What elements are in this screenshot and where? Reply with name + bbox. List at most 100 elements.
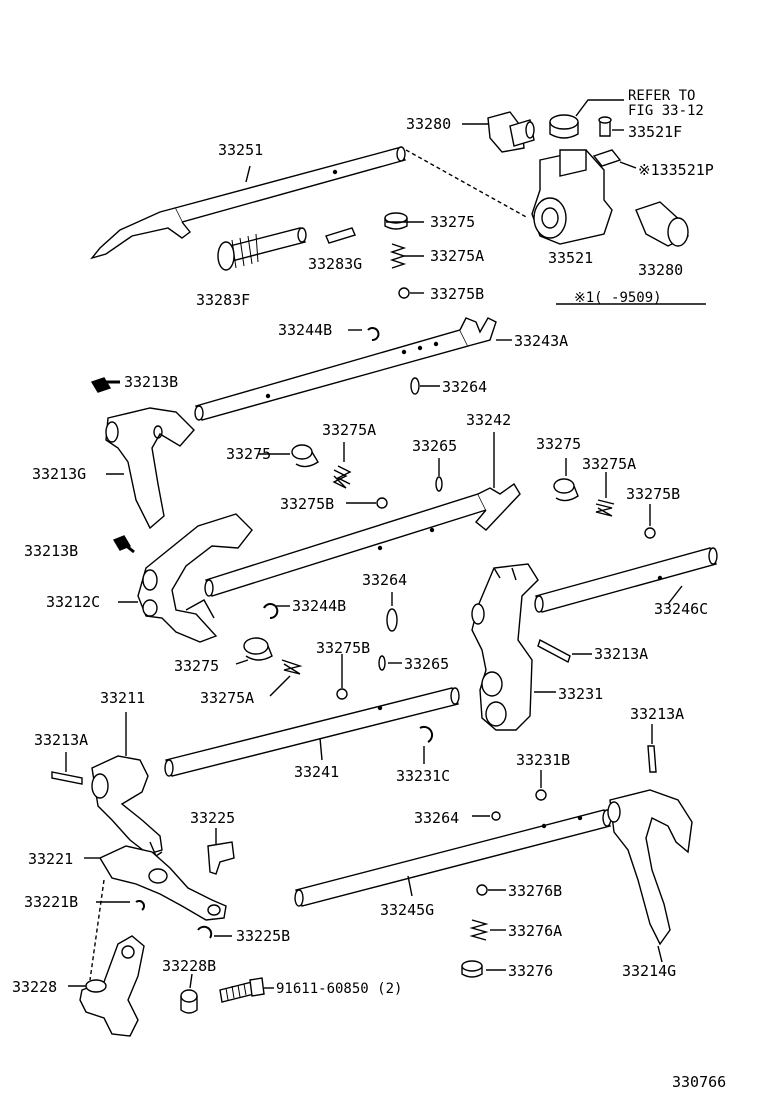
lever-33211 [91,755,163,858]
pin-33264-top [410,377,420,395]
plug-33275-midright [553,478,579,502]
clip-33244B-top [367,327,380,341]
leader [575,99,624,117]
label-33212C: 33212C [46,593,101,611]
label-note-1: ※1( -9509) [574,290,662,306]
label-33244B-top: 33244B [278,321,333,339]
pin-33265-top [435,476,443,492]
bolt-33521F [598,116,612,137]
label-33275-midright: 33275 [536,435,582,453]
leader [657,945,663,963]
dashed-line [405,149,529,219]
fork-33213G [105,407,195,530]
label-33276: 33276 [508,962,554,980]
label-33231C: 33231C [396,767,451,785]
plug-33276 [461,960,483,978]
label-33231: 33231 [558,685,604,703]
label-33243A: 33243A [514,332,569,350]
pin-33265-lower [378,655,386,671]
leader [407,875,413,897]
label-133521P: ※133521P [638,161,714,179]
spring-33275A-midright [595,499,615,517]
pin-33283F [217,227,307,271]
label-33275B-midright: 33275B [626,485,681,503]
label-33225B: 33225B [236,927,291,945]
label-33275A-midleft: 33275A [322,421,377,439]
label-33265-lower: 33265 [404,655,450,673]
label-33228B: 33228B [162,957,217,975]
label-33241: 33241 [294,763,340,781]
plug-33275 [384,212,408,230]
leader [269,675,291,697]
label-refer-to: REFER TO [628,88,696,104]
label-33213B-top: 33213B [124,373,179,391]
label-33245G: 33245G [380,901,435,919]
label-33521: 33521 [548,249,594,267]
spring-33275A [389,243,407,269]
leader [319,737,323,761]
ball-33275B-midleft [376,497,388,509]
label-33221: 33221 [28,850,74,868]
leader [189,973,193,989]
label-33264-mid: 33264 [362,571,408,589]
ball-33231B [535,789,547,801]
label-33213A-a: 33213A [594,645,649,663]
figure-number: 330766 [672,1073,727,1091]
label-33275-midleft: 33275 [226,445,272,463]
bushing-33228B [180,989,198,1014]
label-33275-lowleft: 33275 [174,657,220,675]
spring-33275A-lowleft [281,659,303,675]
label-33246C: 33246C [654,600,709,618]
dashed-line [89,879,105,981]
spring-33275A-midleft [332,465,352,489]
housing-33521 [531,149,613,245]
leader [619,161,637,169]
label-33275B-top: 33275B [430,285,485,303]
label-33231B: 33231B [516,751,571,769]
shaft-33242 [204,482,521,597]
plug-33275-midleft [291,444,319,468]
plug-33275-lowleft [243,637,273,661]
lever-33221 [98,845,227,921]
label-33214G: 33214G [622,962,677,980]
label-33242: 33242 [466,411,512,429]
gasket-133521P [592,149,622,167]
ball-33275B-lower [336,688,348,700]
switch-33280-right [635,201,689,247]
shaft-33246C [534,547,718,613]
label-33275A-lowleft: 33275A [200,689,255,707]
label-33276B: 33276B [508,882,563,900]
label-33283F: 33283F [196,291,251,309]
cap-refer [549,114,579,139]
label-33251: 33251 [218,141,264,159]
label-33275B-midleft: 33275B [280,495,335,513]
fork-33212C [137,513,253,643]
label-33276A: 33276A [508,922,563,940]
bolt-33213B-mid [112,535,135,554]
label-33213A-right: 33213A [630,705,685,723]
label-33275A-top: 33275A [430,247,485,265]
pin-33213A-left [51,771,83,785]
ball-33275B-midright [644,527,656,539]
switch-33280-top [487,111,535,153]
bracket-33228 [79,935,145,1037]
leader [667,585,683,605]
label-33280-right: 33280 [638,261,684,279]
label-33275A-midright: 33275A [582,455,637,473]
label-33521F: 33521F [628,123,683,141]
label-33275-top: 33275 [430,213,476,231]
bolt-33213B-top [90,377,120,393]
label-33228: 33228 [12,978,58,996]
clip-33231C [419,725,434,743]
label-33265-top: 33265 [412,437,458,455]
part-33225 [207,841,235,875]
leader [235,659,249,665]
shaft-33241 [164,687,460,777]
ball-33275B [398,287,410,299]
leader [245,165,251,183]
label-33213G: 33213G [32,465,87,483]
fork-33214G [607,789,693,946]
label-33211: 33211 [100,689,146,707]
